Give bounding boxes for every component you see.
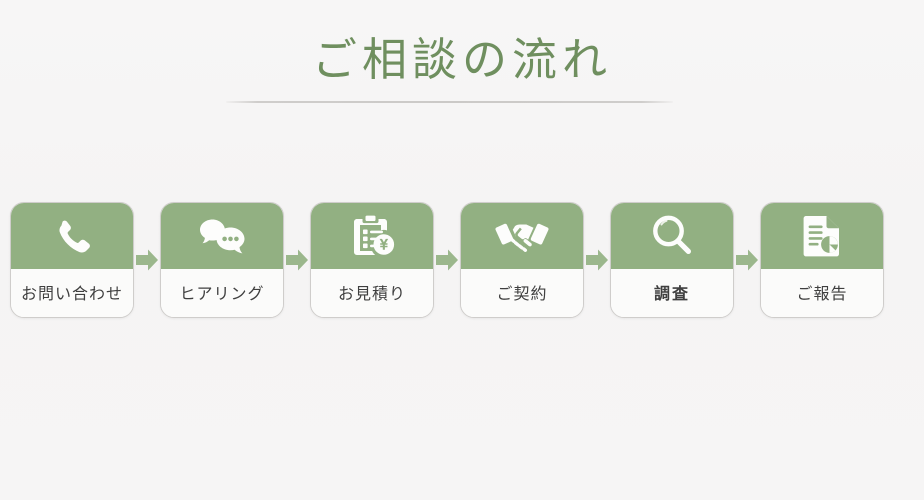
flow-step-2-label: ヒアリング [161, 269, 283, 317]
flow-arrow-1 [134, 202, 160, 318]
arrow-right-icon [435, 247, 459, 273]
page-title: ご相談の流れ [311, 33, 612, 86]
flow-step-1-icon-area [11, 203, 133, 269]
flow-step-5-icon-area [611, 203, 733, 269]
process-flow: お問い合わせ ヒアリング [10, 202, 890, 318]
flow-step-4[interactable]: ご契約 [460, 202, 584, 318]
flow-step-4-label: ご契約 [461, 269, 583, 317]
flow-step-5-label: 調査 [611, 269, 733, 317]
arrow-right-icon [735, 247, 759, 273]
handshake-icon [493, 216, 551, 256]
flow-step-3-label: お見積り [311, 269, 433, 317]
flow-step-6[interactable]: ご報告 [760, 202, 884, 318]
flow-arrow-5 [734, 202, 760, 318]
flow-step-5[interactable]: 調査 [610, 202, 734, 318]
page-header: ご相談の流れ [0, 34, 924, 86]
title-divider [226, 101, 673, 103]
flow-step-2[interactable]: ヒアリング [160, 202, 284, 318]
flow-step-3-icon-area [311, 203, 433, 269]
report-document-pie-icon [800, 212, 844, 260]
flow-arrow-2 [284, 202, 310, 318]
flow-step-1-label: お問い合わせ [11, 269, 133, 317]
clipboard-yen-icon [348, 213, 396, 259]
arrow-right-icon [285, 247, 309, 273]
flow-step-3[interactable]: お見積り [310, 202, 434, 318]
arrow-right-icon [585, 247, 609, 273]
flow-step-1[interactable]: お問い合わせ [10, 202, 134, 318]
flow-step-6-label: ご報告 [761, 269, 883, 317]
arrow-right-icon [135, 247, 159, 273]
flow-arrow-3 [434, 202, 460, 318]
flow-arrow-4 [584, 202, 610, 318]
flow-step-6-icon-area [761, 203, 883, 269]
speech-bubbles-icon [196, 215, 248, 257]
flow-step-2-icon-area [161, 203, 283, 269]
magnifier-icon [649, 213, 695, 259]
phone-icon [50, 214, 94, 258]
flow-step-4-icon-area [461, 203, 583, 269]
